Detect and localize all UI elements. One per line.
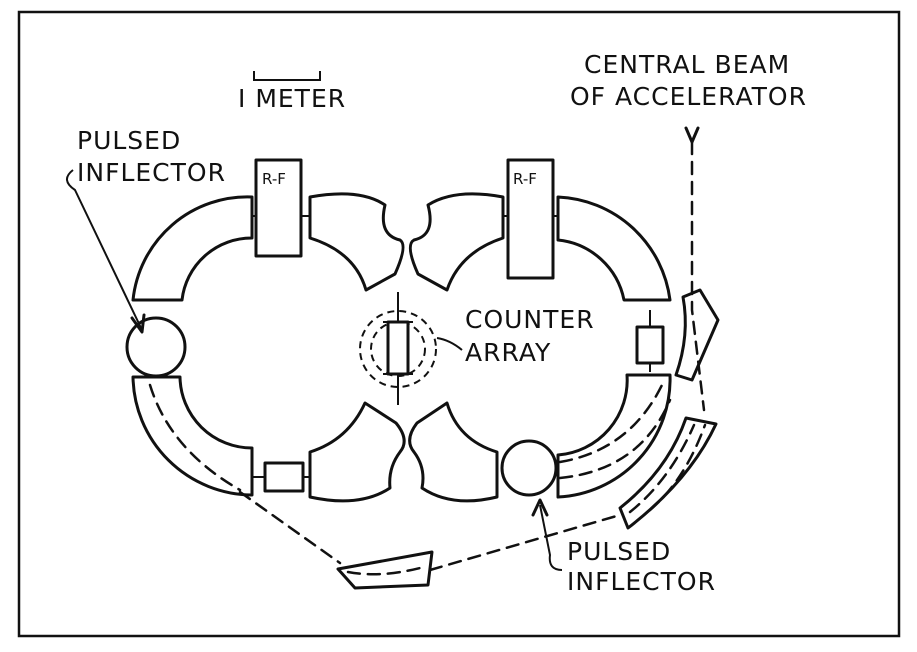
- left-ring: R-F: [125, 158, 406, 503]
- left-transfer-beam: [238, 490, 342, 565]
- left-inflector-label-line2: INFLECTOR: [77, 158, 226, 187]
- scale-bar-label: I METER: [238, 84, 346, 113]
- right-pulsed-inflector: [500, 439, 558, 497]
- central-beam-path: [690, 140, 706, 412]
- label-right-inflector: PULSED INFLECTOR: [531, 498, 716, 596]
- right-ring: R-F: [408, 158, 672, 503]
- left-straight-section-box: [263, 461, 305, 493]
- deflector-magnet-middle: [618, 416, 718, 530]
- right-inflector-label-line1: PULSED: [567, 537, 671, 566]
- figure-frame: [17, 10, 901, 638]
- left-ring-magnet-upper-right: [308, 192, 405, 292]
- deflector-magnet-upper: [674, 288, 720, 382]
- right-rf-cavity: [506, 158, 555, 280]
- right-transfer-beam: [428, 513, 622, 572]
- counter-array-label-line1: COUNTER: [465, 305, 595, 334]
- label-left-inflector: PULSED INFLECTOR: [66, 126, 226, 334]
- right-inflector-label-line2: INFLECTOR: [567, 567, 716, 596]
- label-central-beam: CENTRAL BEAM OF ACCELERATOR: [570, 50, 807, 111]
- left-pulsed-inflector: [125, 316, 187, 378]
- counter-array-label-line2: ARRAY: [465, 338, 551, 367]
- left-rf-cavity: [254, 158, 303, 258]
- right-ring-magnet-lower-left: [408, 401, 499, 503]
- left-rf-label: R-F: [262, 170, 286, 188]
- central-beam-label-line2: OF ACCELERATOR: [570, 82, 807, 111]
- left-ring-magnet-upper-left: [131, 195, 254, 302]
- right-ring-magnet-lower-right: [556, 373, 672, 499]
- right-ring-magnet-upper-left: [408, 192, 505, 292]
- right-ring-magnet-upper-right: [556, 195, 672, 302]
- counter-array-box: [386, 320, 410, 376]
- right-straight-section-box: [635, 325, 665, 365]
- left-inflector-label-line1: PULSED: [77, 126, 181, 155]
- scale-bar: I METER: [238, 71, 346, 113]
- label-counter-array: COUNTER ARRAY: [436, 305, 595, 367]
- right-rf-label: R-F: [513, 170, 537, 188]
- left-ring-magnet-lower-left: [131, 375, 254, 497]
- left-ring-magnet-lower-right: [308, 401, 406, 503]
- counter-array: [359, 292, 437, 405]
- deflector-magnet-lower: [336, 550, 434, 590]
- central-beam-label-line1: CENTRAL BEAM: [584, 50, 790, 79]
